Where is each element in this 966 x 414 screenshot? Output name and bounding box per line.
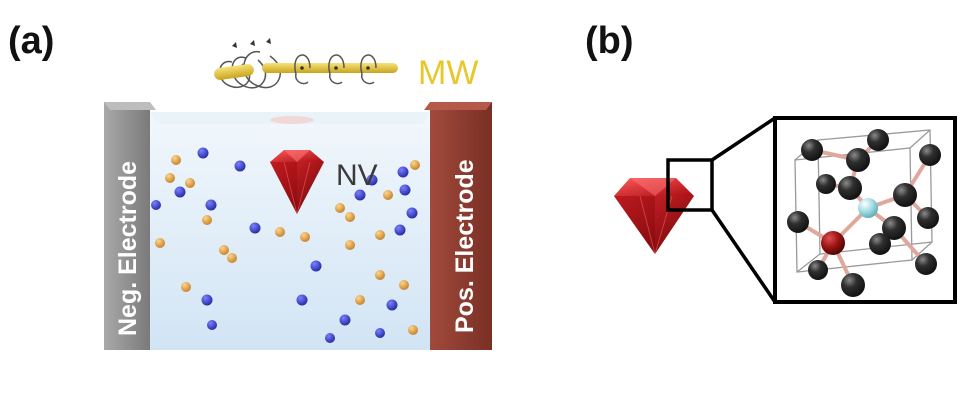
ion-blue — [201, 294, 213, 306]
carbon-atom — [801, 139, 823, 161]
ion-blue — [151, 200, 161, 210]
ion-blue — [296, 294, 308, 306]
carbon-atom — [919, 144, 941, 166]
neg-electrode-label: Neg. Electrode — [114, 161, 142, 336]
ion-orange — [335, 203, 345, 213]
ion-orange — [345, 240, 355, 250]
carbon-atom — [841, 273, 865, 297]
ion-orange — [300, 232, 310, 242]
panel-b-label: (b) — [585, 20, 634, 62]
zoom-connector-top — [711, 116, 776, 162]
ion-orange — [202, 215, 212, 225]
ion-blue — [205, 199, 217, 211]
ion-orange — [155, 238, 165, 248]
ion-blue — [339, 314, 351, 326]
ion-blue — [174, 186, 186, 198]
nv-label: NV — [336, 159, 378, 192]
ion-orange — [185, 178, 195, 188]
carbon-atom — [893, 183, 917, 207]
nv-diamond-icon — [270, 150, 324, 215]
zoom-connector-bottom — [710, 209, 777, 303]
zoom-region-box — [666, 158, 714, 212]
panel-a-label: (a) — [8, 20, 55, 62]
ion-orange — [375, 270, 385, 280]
ion-blue — [394, 224, 406, 236]
ion-orange — [383, 190, 393, 200]
ion-orange — [219, 245, 229, 255]
carbon-atom — [787, 211, 809, 233]
ion-blue — [397, 166, 409, 178]
ion-blue — [406, 207, 418, 219]
carbon-atom — [816, 174, 836, 194]
ion-blue — [375, 328, 385, 338]
nitrogen-atom — [858, 198, 878, 218]
ion-orange — [410, 160, 420, 170]
negative-electrode: Neg. Electrode — [104, 102, 156, 350]
ion-orange — [355, 295, 365, 305]
liquid-reflection — [270, 116, 314, 124]
ion-orange — [375, 230, 385, 240]
microwave-wire — [214, 38, 398, 89]
crystal-lattice — [787, 129, 941, 297]
carbon-atom — [846, 148, 870, 172]
panel-a: NV Neg. Electrode Pos. Electrode — [104, 38, 492, 350]
ion-orange — [408, 325, 418, 335]
carbon-atom — [869, 233, 891, 255]
diamond-crystal-icon — [614, 178, 694, 255]
ion-orange — [345, 212, 355, 222]
ion-blue — [310, 260, 322, 272]
ions — [151, 147, 447, 343]
ion-orange — [171, 155, 181, 165]
carbon-atom — [838, 176, 862, 200]
ion-blue — [354, 189, 366, 201]
mw-label: MW — [418, 54, 478, 92]
carbon-atom — [915, 253, 937, 275]
carbon-atom — [917, 207, 939, 229]
ion-blue — [386, 299, 398, 311]
positive-electrode: Pos. Electrode — [424, 102, 492, 350]
panel-b — [614, 116, 957, 304]
ion-orange — [181, 282, 191, 292]
ion-blue — [207, 320, 217, 330]
carbon-atom — [882, 216, 906, 240]
ion-orange — [227, 253, 237, 263]
electrolyte-liquid — [150, 112, 430, 350]
carbon-atom — [808, 260, 828, 280]
ion-blue — [197, 147, 209, 159]
ion-blue — [399, 184, 411, 196]
ion-blue — [366, 174, 378, 186]
ion-orange — [165, 173, 175, 183]
ion-orange — [275, 227, 285, 237]
pos-electrode-label: Pos. Electrode — [451, 159, 479, 333]
ion-blue — [249, 222, 261, 234]
vacancy-site — [821, 231, 845, 255]
ion-orange — [399, 280, 409, 290]
carbon-atom — [867, 129, 889, 151]
ion-blue — [325, 333, 335, 343]
ion-blue — [234, 160, 246, 172]
